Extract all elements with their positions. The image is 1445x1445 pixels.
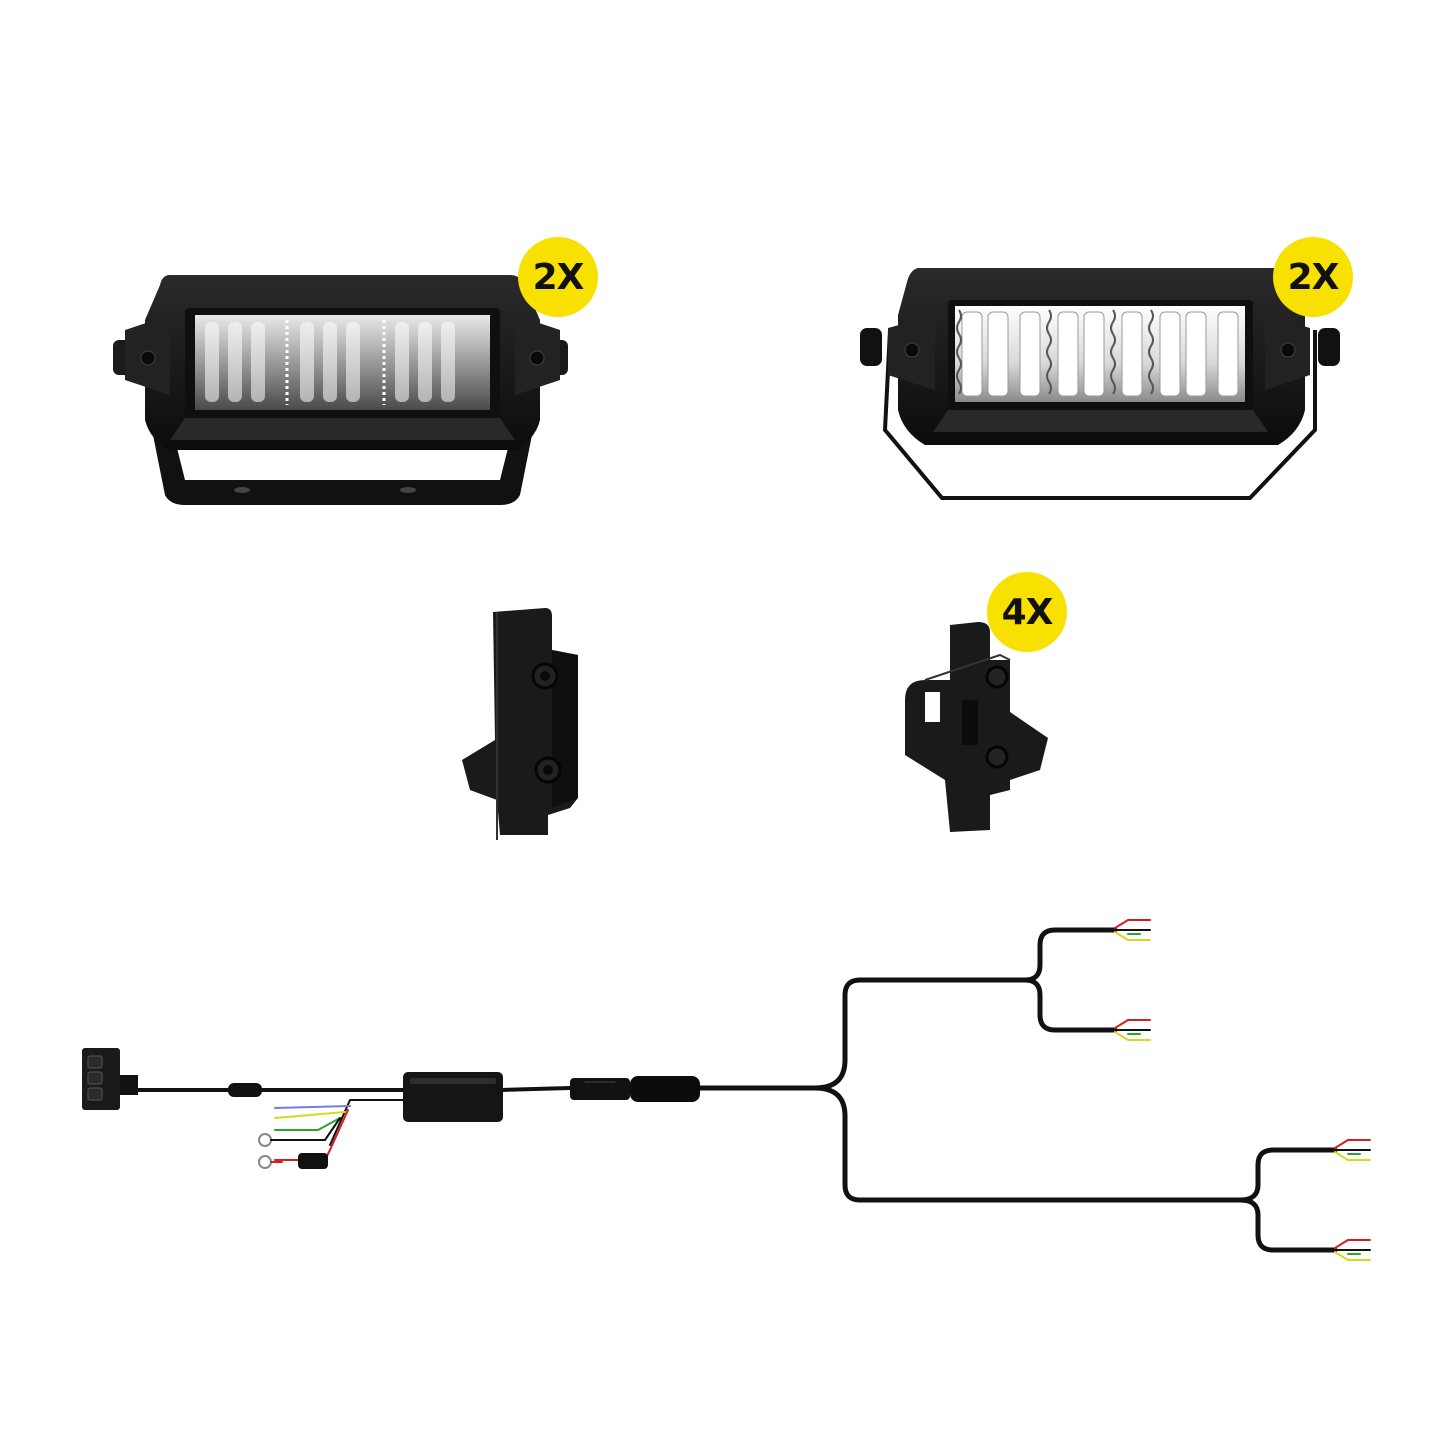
wiring-harness bbox=[118, 919, 1371, 1261]
wire-end-connector bbox=[1114, 1019, 1151, 1041]
mounting-bracket bbox=[905, 622, 1048, 832]
wire-end-connector bbox=[1334, 1139, 1371, 1161]
quantity-badge-flush-pod: 2X bbox=[518, 237, 598, 317]
wire-end-connector bbox=[1114, 919, 1151, 941]
bracket-mount-light-pod bbox=[860, 268, 1340, 500]
quantity-badge-bracket-pod: 2X bbox=[1273, 237, 1353, 317]
flush-mount-light-pod bbox=[113, 275, 568, 505]
wire-end-connector bbox=[1334, 1239, 1371, 1261]
relay-box bbox=[403, 1072, 503, 1122]
quantity-badge-mounting-bracket: 4X bbox=[987, 572, 1067, 652]
side-mount-bracket bbox=[462, 608, 578, 840]
harness-connector bbox=[570, 1076, 700, 1102]
rocker-switch bbox=[82, 1048, 138, 1110]
